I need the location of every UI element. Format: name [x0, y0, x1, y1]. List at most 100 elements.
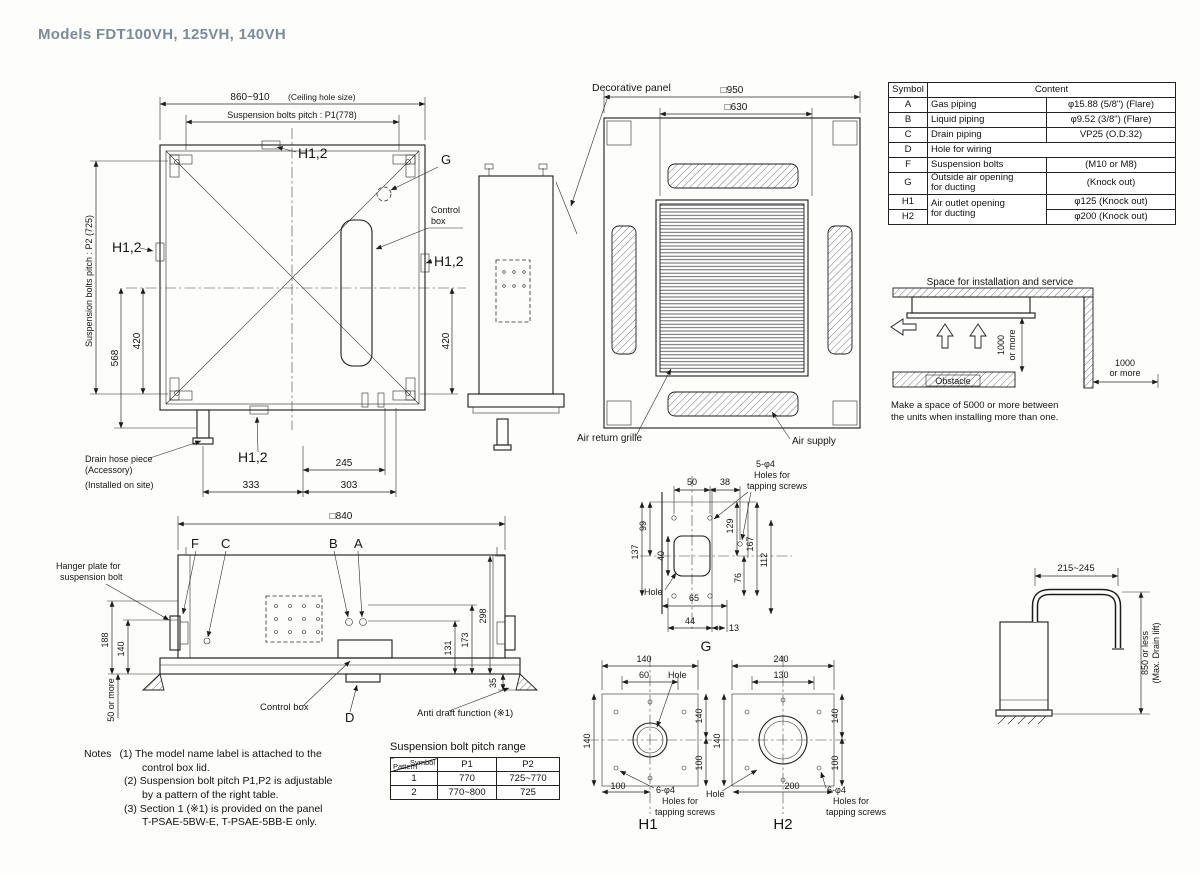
pitch-header-pattern: Pattern	[393, 762, 418, 771]
pitch-row-2: 2 770~800 725	[390, 785, 560, 800]
pitch-header-p1: P1	[437, 757, 497, 772]
plan-label-g: G	[441, 152, 451, 167]
detail-g-dim-112: 112	[759, 553, 769, 567]
section-label-hanger-1: Hanger plate for	[56, 561, 121, 571]
drain-unit	[999, 621, 1049, 711]
detail-h2-dim-140-left: 140	[712, 733, 722, 748]
pitch-header-symbol: Symbol	[409, 758, 435, 767]
section-label-a: A	[354, 536, 363, 551]
air-supply-slot-bottom	[667, 391, 799, 417]
plan-dim-245: 245	[336, 458, 353, 469]
section-dim-188: 188	[100, 632, 110, 647]
service-title: Space for installation and service	[927, 277, 1074, 288]
note-1-line-1: (1) The model name label is attached to …	[119, 748, 322, 760]
airflow-up-arrow	[936, 323, 954, 349]
detail-h1-holes-2: Holes for	[662, 796, 698, 806]
detail-h2-label-hole: Hole	[706, 789, 725, 799]
section-dim-140: 140	[116, 641, 126, 656]
service-dim-1000-right-b: or more	[1109, 368, 1140, 378]
service-note-2: the units when installing more than one.	[891, 412, 1058, 423]
plan-label-h12-right: H1,2	[434, 253, 464, 269]
detail-h1-label: H1	[638, 816, 657, 833]
detail-g-holes-2: Holes for	[754, 470, 790, 480]
plan-dim-ceiling-hole-note: (Ceiling hole size)	[288, 92, 356, 102]
knockout-hole-h1	[632, 722, 668, 758]
detail-h1-label-hole: Hole	[668, 670, 687, 680]
airflow-up-arrow	[969, 323, 987, 349]
front-label-air-supply: Air supply	[792, 436, 836, 447]
detail-h2-dim-130: 130	[773, 670, 788, 680]
symbol-row-c: C Drain piping VP25 (O.D.32)	[888, 127, 1176, 143]
detail-g-dim-137: 137	[630, 544, 640, 559]
service-space-diagram: Space for installation and service 1000 …	[890, 277, 1159, 423]
plan-label-drain-2: (Accessory)	[85, 465, 133, 475]
symbol-h1-value: φ125 (Knock out)	[1046, 193, 1176, 210]
symbol-g-value: (Knock out)	[1046, 172, 1176, 195]
symbol-d-name: Hole for wiring	[927, 142, 1176, 158]
symbol-c: C	[888, 127, 928, 143]
side-label-decorative-panel: Decorative panel	[592, 82, 671, 94]
detail-h2-dim-140-right: 140	[830, 708, 840, 723]
anti-draft-flap-left	[141, 673, 165, 691]
note-1-line-2: control box lid.	[142, 761, 210, 774]
detail-g-dim-99: 99	[638, 521, 648, 531]
symbol-row-g: G Outside air opening for ducting (Knock…	[888, 172, 1176, 195]
front-dim-630: □630	[725, 102, 748, 113]
service-dim-1000-right-a: 1000	[1115, 358, 1135, 368]
detail-g-dim-13: 13	[729, 623, 739, 633]
plan-label-control-1: Control	[431, 205, 460, 215]
anti-draft-flap-right	[515, 673, 539, 691]
notes-heading: Notes	[84, 748, 112, 760]
detail-h2-dim-100-right: 100	[830, 755, 840, 770]
notes-block: Notes (1) The model name label is attache…	[84, 748, 332, 830]
section-label-c: C	[221, 536, 230, 551]
drain-dim-850-b: (Max. Drain lift)	[1151, 622, 1161, 683]
detail-g-dim-38: 38	[720, 477, 730, 487]
plan-dim-333: 333	[243, 480, 260, 491]
hanger-plate-right	[504, 615, 516, 651]
detail-g-dim-65: 65	[689, 593, 699, 603]
pitch-1-p2: 725~770	[496, 771, 560, 786]
knockout-hole-g	[673, 535, 711, 577]
pitch-1-p1: 770	[437, 771, 497, 786]
drain-pipe	[1031, 588, 1122, 648]
section-label-d: D	[345, 710, 354, 725]
service-label-obstacle: Obstacle	[935, 376, 971, 386]
pitch-header-symbol-pattern: Symbol Pattern	[390, 757, 438, 772]
side-view: Decorative panel	[467, 82, 671, 451]
detail-g-dim-40: 40	[656, 551, 666, 561]
detail-h2-dim-240: 240	[773, 654, 788, 664]
symbol-f-name: Suspension bolts	[927, 157, 1047, 173]
symbol-table-header-content: Content	[927, 82, 1176, 98]
note-3-line-1: (3) Section 1 (※1) is provided on the pa…	[124, 802, 323, 815]
symbol-row-b: B Liquid piping φ9.52 (3/8") (Flare)	[888, 112, 1176, 128]
symbol-c-value: VP25 (O.D.32)	[1046, 127, 1176, 143]
symbol-d: D	[888, 142, 928, 158]
service-dim-1000-vert-a: 1000	[996, 335, 1006, 355]
note-2-line-1: (2) Suspension bolt pitch P1,P2 is adjus…	[124, 775, 333, 788]
symbol-f-value: (M10 or M8)	[1046, 157, 1176, 173]
symbol-a: A	[888, 97, 928, 113]
detail-g-dim-44: 44	[685, 616, 695, 626]
air-supply-slot-left	[611, 225, 637, 355]
note-2-line-2: by a pattern of the right table.	[142, 788, 279, 801]
knockout-hole-h2	[758, 715, 808, 765]
service-note-1: Make a space of 5000 or more between	[891, 400, 1058, 411]
air-supply-slot-right	[827, 225, 853, 355]
air-supply-slot-top	[667, 163, 799, 189]
plan-view: 860~910 (Ceiling hole size) Suspension b…	[84, 92, 466, 497]
symbol-table-header-symbol: Symbol	[888, 82, 928, 98]
detail-h1-dim-60: 60	[639, 670, 649, 680]
plan-dim-420-left: 420	[132, 332, 143, 349]
section-dim-50-or-more: 50 or more	[106, 678, 116, 722]
detail-g-label-hole: Hole	[644, 587, 663, 597]
symbol-b: B	[888, 112, 928, 128]
symbol-h1: H1	[888, 193, 928, 210]
pitch-1-pattern: 1	[390, 771, 438, 786]
detail-h2: 240 130 140 100 140 Hole 200 6-φ4 Holes …	[706, 654, 887, 833]
drain-dim-215-245: 215~245	[1057, 563, 1094, 574]
symbol-table: Symbol Content A Gas piping φ15.88 (5/8"…	[888, 82, 1176, 225]
plan-label-h12-left: H1,2	[112, 239, 142, 255]
airflow-left-arrow	[890, 318, 917, 336]
